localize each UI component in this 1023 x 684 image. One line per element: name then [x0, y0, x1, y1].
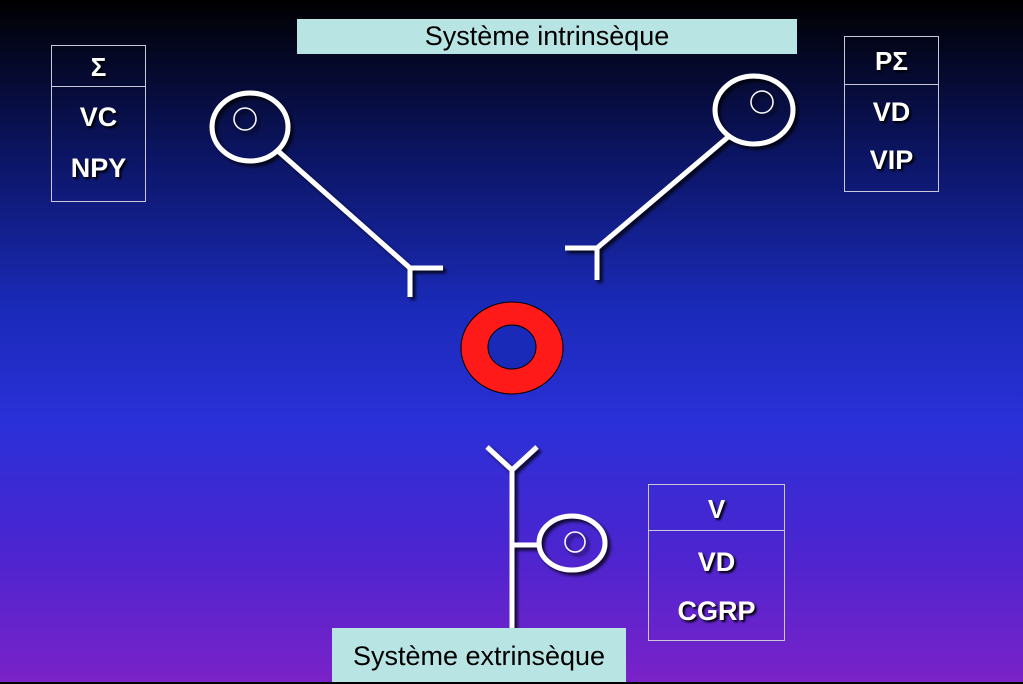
- left-neurotransmitter-box: Σ VC NPY: [51, 45, 146, 202]
- right-bottom-box-head: V: [649, 485, 784, 531]
- extrinsic-neuron-nucleus: [564, 531, 586, 553]
- right-top-box-head: PΣ: [845, 37, 938, 85]
- extrinsic-neuron-terminal: [485, 445, 539, 474]
- left-neuron-soma: [209, 90, 291, 164]
- right-bottom-box-row-cgrp: CGRP: [677, 596, 756, 626]
- right-top-box-row-vip: VIP: [869, 145, 914, 175]
- extrinsic-neuron: [485, 445, 608, 630]
- right-intrinsic-neuron: [565, 73, 796, 280]
- right-bottom-neurotransmitter-box: V VD CGRP: [648, 484, 785, 641]
- right-bottom-box-row-vd: VD: [697, 547, 736, 577]
- right-top-neurotransmitter-box: PΣ VD VIP: [844, 36, 939, 192]
- left-intrinsic-neuron: [209, 90, 443, 297]
- right-top-box-row-vd: VD: [872, 97, 911, 127]
- left-neuron-axon: [276, 149, 412, 270]
- left-neuron-terminal: [407, 265, 443, 297]
- bottom-label-extrinsic-system: Système extrinsèque: [332, 628, 626, 682]
- right-neuron-terminal: [565, 245, 600, 280]
- left-box-row-vc: VC: [79, 102, 118, 132]
- right-neuron-axon: [595, 135, 730, 250]
- right-neuron-nucleus: [750, 90, 774, 114]
- extrinsic-neuron-soma: [536, 513, 608, 573]
- right-neuron-soma: [712, 73, 796, 147]
- left-box-row-npy: NPY: [70, 153, 127, 183]
- blood-vessel-lumen: [487, 324, 537, 370]
- left-neuron-nucleus: [233, 107, 257, 131]
- left-box-head: Σ: [52, 46, 145, 87]
- top-label-intrinsic-system: Système intrinsèque: [297, 19, 797, 54]
